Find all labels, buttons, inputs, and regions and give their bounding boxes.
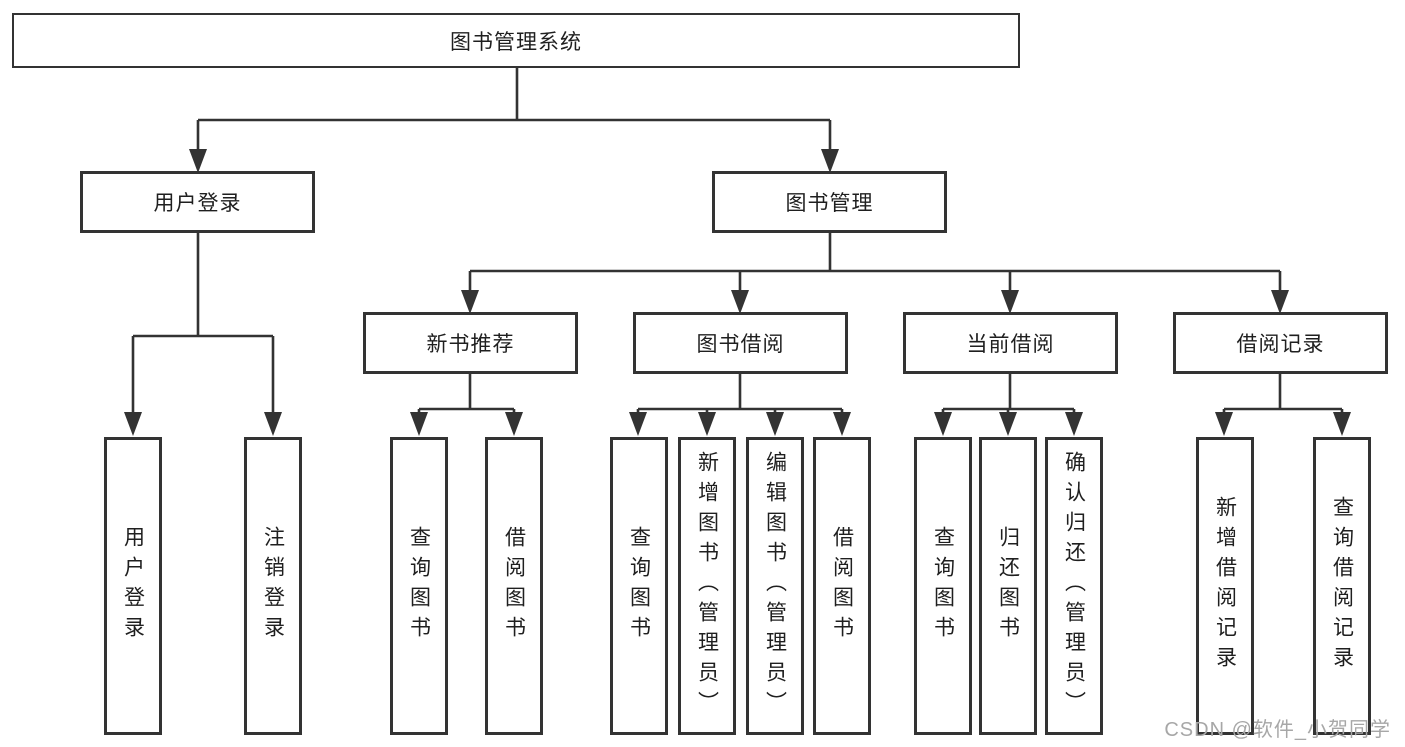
leaf-label: 借阅图书 xyxy=(502,526,526,646)
leaf-query-book: 查询图书 xyxy=(610,437,668,735)
csdn-watermark: CSDN @软件_小贺同学 xyxy=(1164,719,1391,741)
leaf-query-borrow-record: 查询借阅记录 xyxy=(1313,437,1371,735)
node-label: 当前借阅 xyxy=(966,333,1055,356)
node-new-book-recommend: 新书推荐 xyxy=(363,312,578,374)
node-book-borrow: 图书借阅 xyxy=(633,312,848,374)
leaf-label: 查询借阅记录 xyxy=(1330,496,1354,676)
node-root: 图书管理系统 xyxy=(12,13,1020,68)
leaf-label: 归还图书 xyxy=(996,526,1020,646)
leaf-label: 查询图书 xyxy=(627,526,651,646)
leaf-label: 用户登录 xyxy=(121,526,145,646)
node-label: 图书管理 xyxy=(785,192,874,215)
leaf-label: 查询图书 xyxy=(407,526,431,646)
node-current-borrow: 当前借阅 xyxy=(903,312,1118,374)
node-label: 借阅记录 xyxy=(1236,333,1325,356)
leaf-label: 注销登录 xyxy=(261,526,285,646)
leaf-label: 编辑图书（管理员） xyxy=(763,451,787,721)
leaf-label: 新增借阅记录 xyxy=(1213,496,1237,676)
leaf-query-book: 查询图书 xyxy=(390,437,448,735)
node-borrow-records: 借阅记录 xyxy=(1173,312,1388,374)
node-root-label: 图书管理系统 xyxy=(450,30,582,54)
leaf-borrow-book: 借阅图书 xyxy=(813,437,871,735)
leaf-label: 确认归还（管理员） xyxy=(1062,451,1086,721)
leaf-label: 新增图书（管理员） xyxy=(695,451,719,721)
leaf-label: 查询图书 xyxy=(931,526,955,646)
leaf-add-borrow-record: 新增借阅记录 xyxy=(1196,437,1254,735)
node-book-management: 图书管理 xyxy=(712,171,947,233)
leaf-logout-login: 注销登录 xyxy=(244,437,302,735)
node-label: 图书借阅 xyxy=(696,333,785,356)
node-label: 新书推荐 xyxy=(426,333,515,356)
leaf-add-book-admin: 新增图书（管理员） xyxy=(678,437,736,735)
leaf-return-book: 归还图书 xyxy=(979,437,1037,735)
leaf-borrow-book: 借阅图书 xyxy=(485,437,543,735)
leaf-label: 借阅图书 xyxy=(830,526,854,646)
node-label: 用户登录 xyxy=(153,192,242,215)
node-user-login: 用户登录 xyxy=(80,171,315,233)
leaf-user-login: 用户登录 xyxy=(104,437,162,735)
leaf-edit-book-admin: 编辑图书（管理员） xyxy=(746,437,804,735)
leaf-query-book: 查询图书 xyxy=(914,437,972,735)
leaf-confirm-return-admin: 确认归还（管理员） xyxy=(1045,437,1103,735)
